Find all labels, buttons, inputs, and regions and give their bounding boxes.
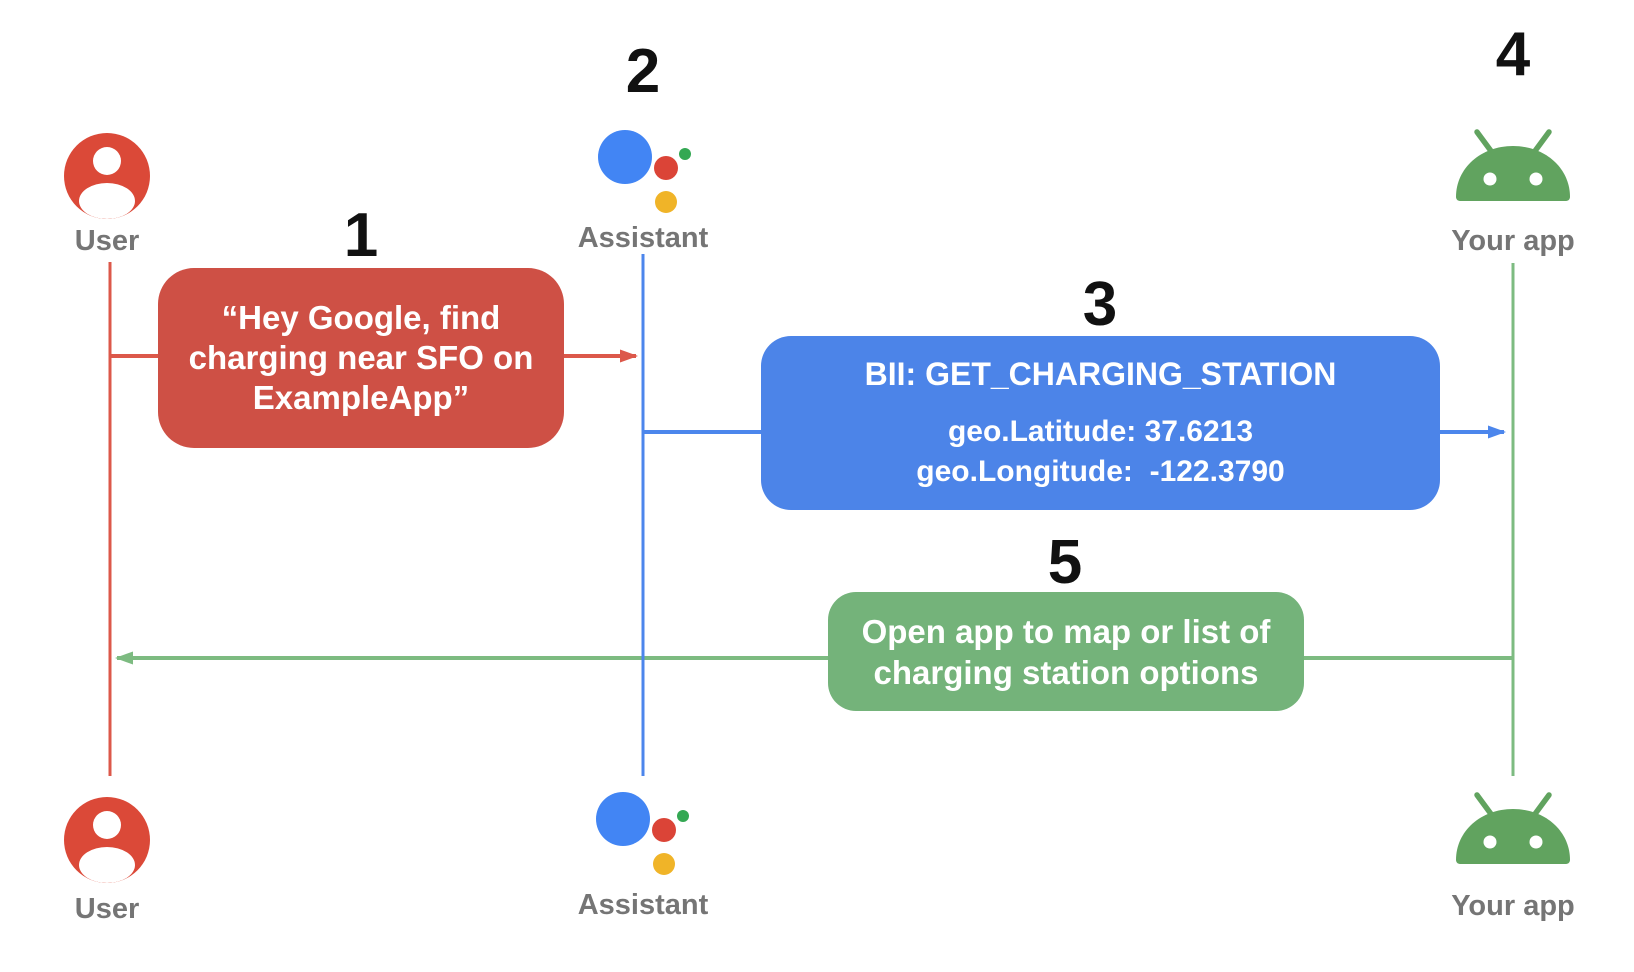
step1-number: 1	[343, 201, 379, 270]
user-avatar-icon	[64, 133, 150, 219]
assistant-label-bottom: Assistant	[577, 889, 709, 921]
step3-latitude: geo.Latitude: 37.6213	[947, 415, 1254, 448]
android-antenna-left	[1474, 129, 1494, 154]
step5-number: 5	[1047, 528, 1083, 597]
android-eye-left	[1483, 172, 1497, 186]
avatar-shoulders-shape	[79, 847, 135, 883]
step3-number: 3	[1082, 270, 1118, 339]
step2-number: 2	[625, 37, 661, 106]
assistant-blue-dot	[598, 130, 652, 184]
avatar-head-shape	[93, 147, 121, 175]
assistant-green-dot	[677, 810, 689, 822]
step3-message-box: BII: GET_CHARGING_STATION geo.Latitude: …	[761, 336, 1440, 510]
step1-line: “Hey Google, find	[221, 299, 501, 336]
android-antenna-right	[1532, 792, 1552, 817]
assistant-label-top: Assistant	[577, 222, 709, 254]
android-antenna-right	[1532, 129, 1552, 154]
android-antenna-left	[1474, 792, 1494, 817]
assistant-blue-dot	[596, 792, 650, 846]
step1-message-box: “Hey Google, find charging near SFO on E…	[158, 268, 564, 448]
your-app-label-top: Your app	[1451, 225, 1575, 257]
step3-bii-title: BII: GET_CHARGING_STATION	[864, 356, 1337, 392]
step5-line: charging station options	[873, 653, 1259, 691]
avatar-shoulders-shape	[79, 183, 135, 219]
step5-line: Open app to map or list of	[861, 612, 1271, 650]
user-label-top: User	[74, 225, 140, 257]
google-assistant-icon	[598, 125, 698, 217]
user-avatar-icon	[64, 797, 150, 883]
step1-line: ExampleApp”	[252, 379, 470, 416]
assistant-red-dot	[652, 818, 676, 842]
step3-longitude: geo.Longitude: -122.3790	[916, 455, 1285, 488]
android-eye-left	[1483, 835, 1497, 849]
avatar-head-shape	[93, 811, 121, 839]
assistant-yellow-dot	[655, 191, 677, 213]
assistant-red-dot	[654, 156, 678, 180]
assistant-green-dot	[679, 148, 691, 160]
android-robot-icon	[1456, 792, 1570, 864]
google-assistant-icon	[596, 787, 696, 879]
step4-number: 4	[1495, 20, 1531, 89]
step5-message-box: Open app to map or list of charging stat…	[828, 592, 1304, 711]
user-label-bottom: User	[74, 893, 140, 925]
step1-line: charging near SFO on	[188, 339, 534, 376]
android-head-shape	[1456, 809, 1570, 864]
android-eye-right	[1529, 835, 1543, 849]
your-app-label-bottom: Your app	[1451, 890, 1575, 922]
android-robot-icon	[1456, 129, 1570, 201]
assistant-yellow-dot	[653, 853, 675, 875]
android-head-shape	[1456, 146, 1570, 201]
step3-parameters: geo.Latitude: 37.6213 geo.Longitude: -12…	[916, 412, 1284, 492]
android-eye-right	[1529, 172, 1543, 186]
